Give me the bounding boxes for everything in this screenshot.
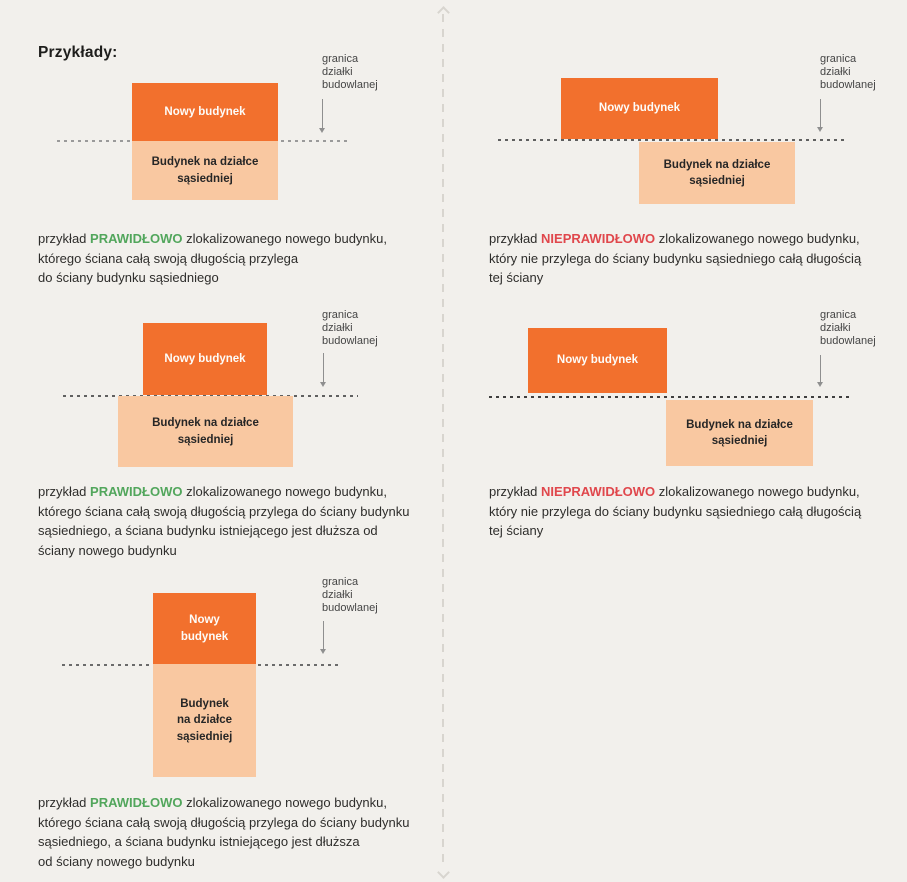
new-building-rect: Nowy budynek <box>132 83 278 141</box>
neighbor-building-label: sąsiedniej <box>711 435 768 447</box>
verdict-correct: PRAWIDŁOWO <box>90 484 183 499</box>
neighbor-building-label: sąsiedniej <box>176 730 233 743</box>
neighbor-building-label: sąsiedniej <box>177 433 234 446</box>
new-building-label: Nowy budynek <box>164 105 246 118</box>
new-building-label: Nowy budynek <box>598 102 681 115</box>
verdict-incorrect: NIEPRAWIDŁOWO <box>541 484 656 499</box>
neighbor-building-label: Budynek na działce <box>686 418 793 431</box>
column-divider <box>442 14 444 868</box>
neighbor-building-label: Budynek na działce <box>663 158 771 171</box>
plot-boundary-line <box>498 139 847 141</box>
neighbor-building-label: sąsiedniej <box>689 175 745 187</box>
new-building-label: Nowy budynek <box>556 354 639 367</box>
neighbor-building-rect: Budynek na działce sąsiedniej <box>118 396 293 467</box>
boundary-arrow-icon <box>320 621 326 654</box>
neighbor-building-label: Budynek <box>180 697 229 710</box>
new-building-rect: Nowy budynek <box>143 323 267 395</box>
new-building-label: budynek <box>180 630 229 643</box>
verdict-incorrect: NIEPRAWIDŁOWO <box>541 231 656 246</box>
new-building-rect: Nowy budynek <box>561 78 718 139</box>
plot-boundary-line <box>489 396 850 398</box>
boundary-label: granica działki budowlanej <box>322 576 378 614</box>
example-caption: przykład PRAWIDŁOWO zlokalizowanego nowe… <box>38 231 387 285</box>
boundary-label: granica działki budowlanej <box>322 53 378 91</box>
neighbor-building-label: Budynek na działce <box>152 417 259 429</box>
boundary-arrow-icon <box>320 353 326 387</box>
example-caption: przykład PRAWIDŁOWO zlokalizowanego nowe… <box>38 484 410 558</box>
boundary-arrow-icon <box>817 99 823 132</box>
new-building-label: Nowy budynek <box>164 352 246 365</box>
new-building-rect: Nowy budynek <box>528 328 667 393</box>
neighbor-building-label: sąsiedniej <box>177 172 233 185</box>
new-building-label: Nowy <box>189 614 220 626</box>
boundary-arrow-icon <box>319 99 325 133</box>
boundary-label: granica działki budowlanej <box>322 309 378 347</box>
boundary-label: granica działki budowlanej <box>820 53 876 91</box>
new-building-rect: Nowy budynek <box>153 593 256 664</box>
divider-arrow-up-icon <box>437 6 450 19</box>
boundary-label: granica działki budowlanej <box>820 309 876 347</box>
example-caption: przykład NIEPRAWIDŁOWO zlokalizowanego n… <box>489 484 862 538</box>
neighbor-building-rect: Budynek na działce sąsiedniej <box>132 141 278 200</box>
boundary-arrow-icon <box>817 355 823 387</box>
neighbor-building-label: Budynek na działce <box>151 156 259 168</box>
verdict-correct: PRAWIDŁOWO <box>90 231 183 246</box>
example-caption: przykład NIEPRAWIDŁOWO zlokalizowanego n… <box>489 231 862 285</box>
neighbor-building-rect: Budynek na działce sąsiedniej <box>639 142 795 204</box>
neighbor-building-rect: Budynek na działce sąsiedniej <box>153 664 256 777</box>
example-caption: przykład PRAWIDŁOWO zlokalizowanego nowe… <box>38 795 410 869</box>
verdict-correct: PRAWIDŁOWO <box>90 795 183 810</box>
neighbor-building-label: na działce <box>177 714 232 727</box>
page-title: Przykłady: <box>38 44 118 62</box>
neighbor-building-rect: Budynek na działce sąsiedniej <box>666 400 813 466</box>
